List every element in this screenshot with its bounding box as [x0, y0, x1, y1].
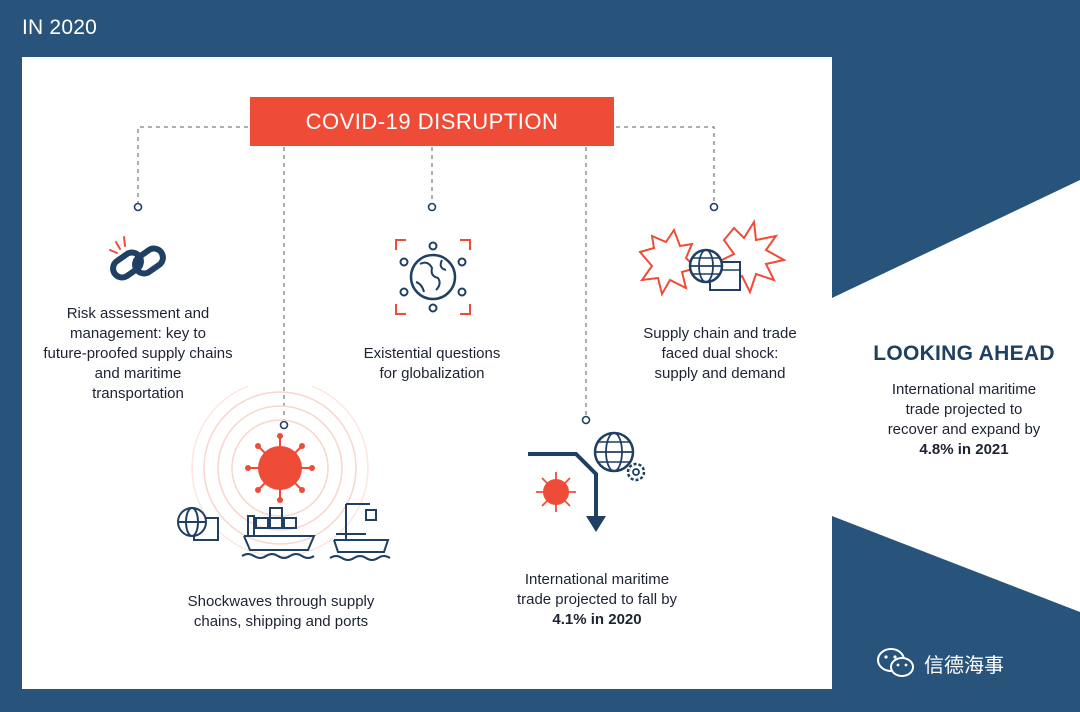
- watermark: 信德海事: [876, 646, 1004, 680]
- trade-fall-value: 4.1% in 2020: [552, 611, 642, 628]
- globe-burst-icon: [638, 219, 787, 297]
- looking-ahead-value: 4.8% in 2021: [919, 441, 1009, 458]
- node-dot: [427, 202, 437, 212]
- watermark-text: 信德海事: [924, 652, 1004, 677]
- covid-disruption-banner: COVID-19 DISRUPTION: [250, 97, 614, 146]
- chain-link-icon: [109, 236, 166, 281]
- year-label: IN 2020: [22, 16, 97, 39]
- node-dot: [581, 415, 591, 425]
- looking-ahead-arrow: [832, 180, 1080, 612]
- node-dot: [133, 202, 143, 212]
- globe-network-icon: [395, 239, 471, 315]
- node-dot: [279, 420, 289, 430]
- main-panel: [22, 57, 832, 689]
- virus-shockwave-icon: [177, 386, 391, 561]
- node-dot: [709, 202, 719, 212]
- trade-fall-icon: [528, 431, 646, 532]
- looking-ahead-title: LOOKING AHEAD: [873, 342, 1055, 365]
- wechat-icon: [877, 648, 914, 677]
